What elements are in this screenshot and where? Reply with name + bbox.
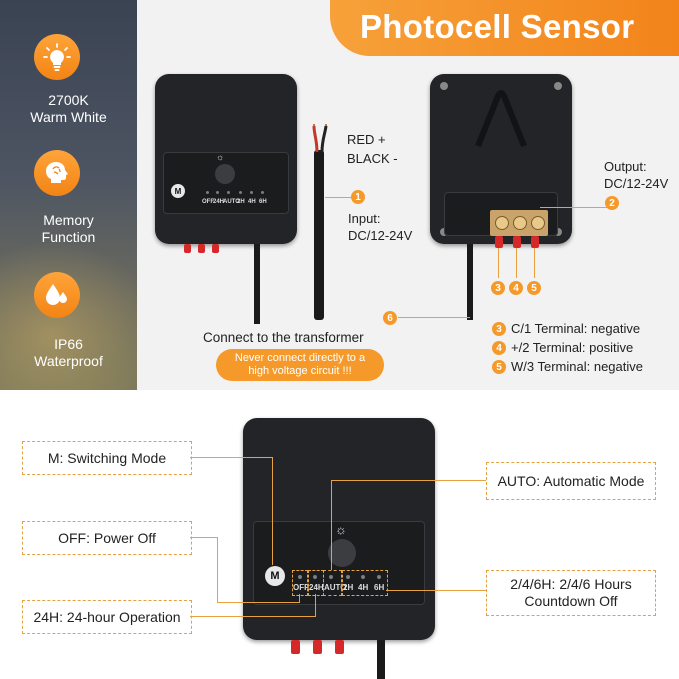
feature-label-line1: 2700K [48, 92, 89, 108]
terminal-text: W/3 Terminal: negative [511, 359, 643, 374]
mode-label-4h: 4H [358, 583, 369, 592]
mode-label-2h: 2H [237, 199, 245, 205]
mode-label-6h: 6H [259, 199, 267, 205]
mode-label-off: OFF [202, 199, 214, 205]
photo-sensor-lens [215, 164, 235, 184]
callout-24h: 24H: 24-hour Operation [22, 600, 192, 634]
water-drop-icon [34, 272, 80, 318]
connect-transformer-label: Connect to the transformer [203, 330, 364, 345]
terminal-text: +/2 Terminal: positive [511, 340, 634, 355]
mode-label-auto: AUTO [223, 199, 240, 205]
badge-3: 3 [491, 281, 505, 295]
power-cable [254, 244, 260, 324]
feature-label-line2: Function [41, 229, 96, 245]
title-banner [330, 0, 679, 56]
badge-1: 1 [351, 190, 365, 204]
countdown-line1: 2/4/6H: 2/4/6 Hours [510, 576, 632, 592]
feature-label-line2: Warm White [30, 109, 107, 125]
badge-5: 5 [527, 281, 541, 295]
input-voltage-label: DC/12-24V [348, 228, 413, 243]
sensor-front-device: ☼ M OFF 24H AUTO 2H 4H 6H [155, 74, 297, 244]
terminal-text: C/1 Terminal: negative [511, 321, 641, 336]
countdown-line2: Countdown Off [524, 593, 618, 609]
feature-sidebar: 2700K Warm White Memory Function IP66 Wa… [0, 0, 137, 390]
warning-pill: Never connect directly to a high voltage… [216, 349, 384, 381]
sun-icon: ☼ [216, 152, 225, 162]
sensor-large-device: ☼ M [243, 418, 435, 640]
mode-label-24h: 24H [309, 583, 324, 592]
page-title: Photocell Sensor [360, 8, 635, 45]
mode-label-6h: 6H [374, 583, 385, 592]
control-panel-large: ☼ M [253, 521, 425, 605]
mode-label-2h: 2H [343, 583, 354, 592]
feature-label-line1: Memory [43, 212, 94, 228]
sun-icon: ☼ [335, 522, 347, 537]
terminal-block [490, 210, 548, 236]
mode-label-4h: 4H [248, 199, 256, 205]
terminal-badge: 5 [492, 360, 506, 374]
mode-label-auto: AUTO [324, 583, 347, 592]
terminal-badge: 3 [492, 322, 506, 336]
feature-label-line2: Waterproof [34, 353, 103, 369]
lightbulb-icon [34, 34, 80, 80]
photo-sensor-lens [328, 539, 356, 567]
callout-countdown: 2/4/6H: 2/4/6 Hours Countdown Off [486, 570, 656, 616]
warning-line1: Never connect directly to a [234, 352, 366, 364]
warning-line2: high voltage circuit !!! [248, 365, 352, 377]
callout-m: M: Switching Mode [22, 441, 192, 475]
wire-ends-icon [312, 124, 328, 153]
mode-label-24h: 24H [213, 199, 225, 205]
black-wire-label: BLACK - [347, 151, 398, 166]
brain-memory-icon [34, 150, 80, 196]
m-button[interactable]: M [265, 566, 285, 586]
mode-label-off: OFF [293, 583, 309, 592]
power-cable [377, 640, 385, 679]
wire-cable [314, 150, 324, 320]
output-cable [467, 244, 473, 320]
m-button[interactable]: M [171, 184, 185, 198]
feature-label-line1: IP66 [54, 336, 83, 352]
input-label: Input: [348, 211, 381, 226]
control-panel: ☼ M OFF 24H AUTO 2H 4H 6H [163, 152, 289, 214]
output-voltage-label: DC/12-24V [604, 176, 669, 191]
red-wire-label: RED + [347, 132, 386, 147]
callout-auto: AUTO: Automatic Mode [486, 462, 656, 500]
badge-6: 6 [383, 311, 397, 325]
callout-off: OFF: Power Off [22, 521, 192, 555]
badge-2: 2 [605, 196, 619, 210]
terminal-badge: 4 [492, 341, 506, 355]
mount-hook-icon [475, 90, 527, 148]
badge-4: 4 [509, 281, 523, 295]
output-label: Output: [604, 159, 647, 174]
